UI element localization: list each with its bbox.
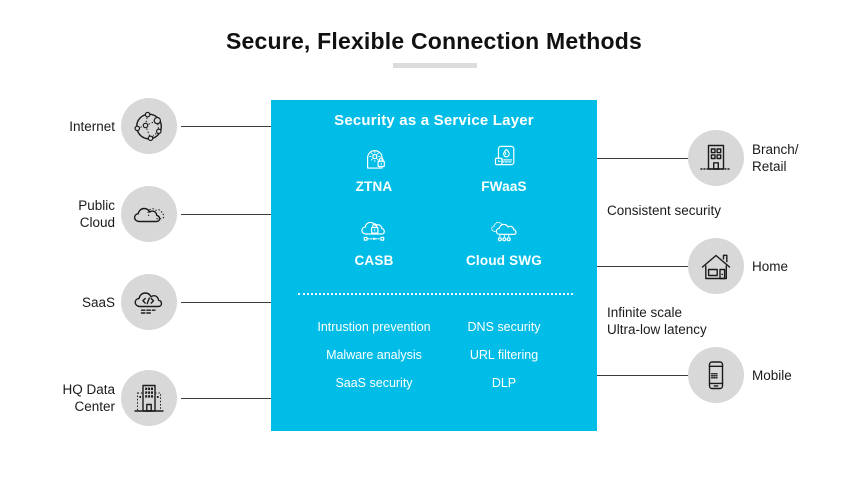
feature-label: SaaS security xyxy=(335,376,413,390)
annotation-infinite-scale: Infinite scale xyxy=(607,305,683,320)
connector-line xyxy=(597,266,688,267)
node-label: Internet xyxy=(69,118,115,134)
internet-globe-icon xyxy=(134,111,163,142)
feature-label: DLP xyxy=(491,376,517,390)
divider-dotted xyxy=(298,293,573,295)
service-label: Cloud SWG xyxy=(465,253,543,268)
firewall-flame-icon xyxy=(494,145,515,166)
node-label: SaaS xyxy=(81,294,115,310)
cloud-gateway-icon xyxy=(491,221,517,242)
annotation-ultra-low-latency: Ultra-low latency xyxy=(607,321,707,337)
feature-label: URL filtering xyxy=(469,348,539,362)
node-label: Branch/Retail xyxy=(752,142,799,174)
service-label: FWaaS xyxy=(481,179,527,194)
connector-line xyxy=(181,214,271,215)
public-cloud-icon xyxy=(133,207,165,223)
annotation-consistent-security: Consistent security xyxy=(607,203,722,218)
node-saas: SaaS xyxy=(10,274,177,330)
annotation-scale-latency: Infinite scale Ultra-low latency xyxy=(607,305,707,338)
feature-label: DNS security xyxy=(467,320,541,334)
service-casb: CASB xyxy=(309,214,439,268)
connector-line xyxy=(597,158,688,159)
saas-cloud-code-icon xyxy=(134,292,163,314)
service-layer-title: Security as a Service Layer xyxy=(334,112,534,129)
ztna-shield-alert-icon xyxy=(367,150,385,169)
node-branch-retail: Branch/Retail xyxy=(688,130,799,186)
data-center-building-icon xyxy=(134,384,164,412)
connector-line xyxy=(181,126,271,127)
connector-line xyxy=(181,398,271,399)
service-label: ZTNA xyxy=(355,179,393,194)
feature-label: Intrustion prevention xyxy=(317,320,431,334)
feature-label: Malware analysis xyxy=(326,348,422,362)
page-title: Secure, Flexible Connection Methods xyxy=(226,28,642,54)
service-layer-panel: Security as a Service Layer ZTNA xyxy=(271,100,597,431)
connector-line xyxy=(181,302,271,303)
cloud-lock-icon xyxy=(361,221,385,241)
branch-retail-building-icon xyxy=(700,144,732,170)
node-internet: Internet xyxy=(10,98,177,154)
node-home: Home xyxy=(688,238,788,294)
home-house-icon xyxy=(701,254,731,280)
service-cloud-swg: Cloud SWG xyxy=(439,214,569,268)
mobile-phone-icon xyxy=(708,361,724,390)
title-underline xyxy=(393,63,477,68)
service-ztna: ZTNA xyxy=(309,140,439,194)
service-fwaas: FWaaS xyxy=(439,140,569,194)
node-label: Mobile xyxy=(752,367,792,383)
feature-list: Intrustion prevention DNS security Malwa… xyxy=(271,319,597,391)
node-mobile: Mobile xyxy=(688,347,792,403)
node-label: Home xyxy=(752,258,789,274)
connector-line xyxy=(597,375,688,376)
service-label: CASB xyxy=(354,253,394,268)
